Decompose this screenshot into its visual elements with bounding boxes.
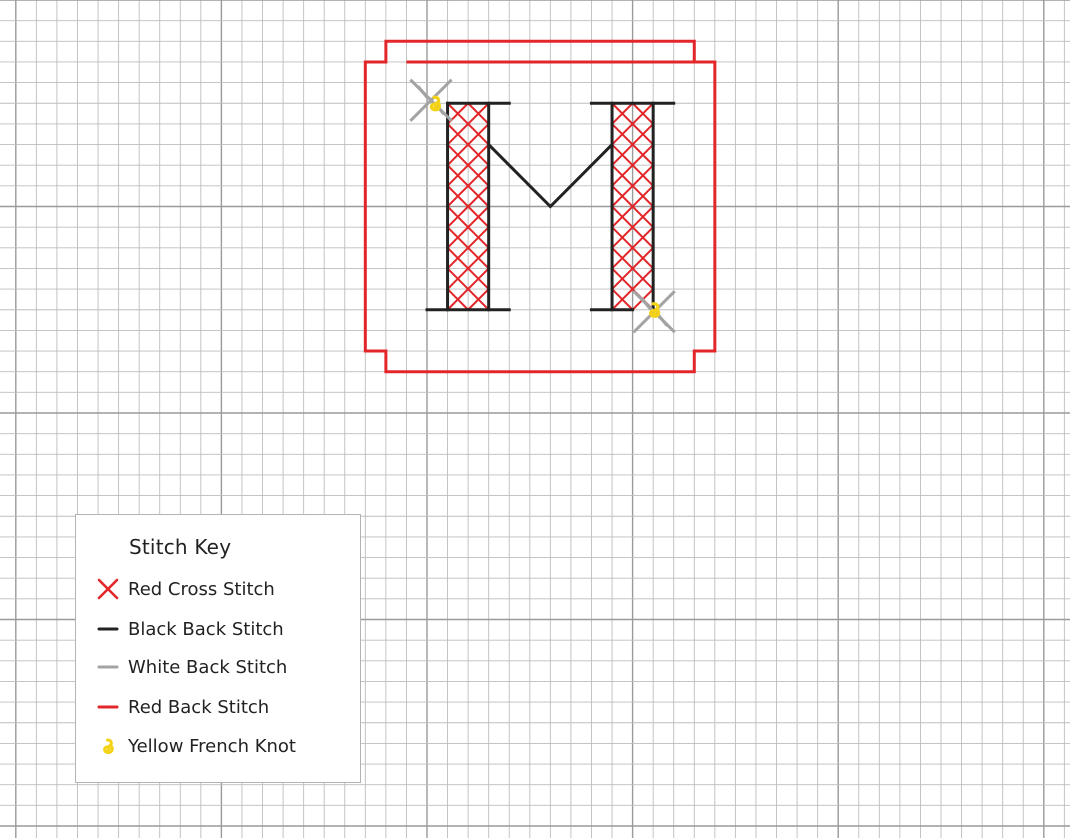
red-cross-stitch [633,165,654,186]
red-cross-stitch [468,124,489,145]
legend-label: White Back Stitch [128,657,287,678]
red-cross-stitch [468,268,489,289]
red-cross-stitch [633,207,654,228]
red-cross-stitch [612,145,633,166]
legend-item-yellow-french-knot: Yellow French Knot [94,733,356,759]
red-cross-stitch [468,207,489,228]
red-line-icon [94,694,122,720]
red-cross-stitch [448,207,469,228]
red-cross-stitch [448,289,469,310]
legend-label: Black Back Stitch [128,619,284,640]
red-cross-stitch [612,227,633,248]
red-cross-stitch [612,165,633,186]
red-cross-stitch [612,248,633,269]
white-back-stitch [410,80,451,121]
red-cross-stitch [633,103,654,124]
red-cross-stitch [448,165,469,186]
cross-stitch-icon [94,576,122,602]
legend-label: Yellow French Knot [128,736,296,757]
stitch-key: Stitch Key Red Cross Stitch Black Back S… [75,514,361,783]
red-cross-stitch [633,124,654,145]
red-cross-stitch [448,248,469,269]
legend-item-red-cross-stitch: Red Cross Stitch [94,576,356,602]
legend-item-black-back-stitch: Black Back Stitch [94,616,356,642]
red-cross-stitch [468,165,489,186]
red-cross-stitch [612,186,633,207]
red-cross-stitch [612,207,633,228]
red-cross-stitch [448,268,469,289]
red-cross-stitch [633,145,654,166]
red-cross-stitch [612,103,633,124]
red-cross-stitch [633,248,654,269]
red-cross-stitch [612,289,633,310]
red-cross-stitch [633,186,654,207]
legend-item-red-back-stitch: Red Back Stitch [94,694,356,720]
red-cross-stitch [448,124,469,145]
red-cross-stitch [468,227,489,248]
red-cross-stitch [448,186,469,207]
red-cross-stitch [468,248,489,269]
red-cross-stitch [633,227,654,248]
legend-item-white-back-stitch: White Back Stitch [94,654,356,680]
french-knot-icon [94,733,122,759]
red-cross-stitch [612,124,633,145]
red-cross-stitch [468,103,489,124]
red-cross-stitch [468,145,489,166]
stitch-key-title: Stitch Key [129,535,231,559]
legend-label: Red Cross Stitch [128,579,275,600]
red-cross-stitch [468,289,489,310]
red-cross-stitch [468,186,489,207]
white-line-icon [94,654,122,680]
red-cross-stitch [633,268,654,289]
legend-label: Red Back Stitch [128,697,269,718]
red-cross-stitch [612,268,633,289]
red-cross-stitch [448,227,469,248]
red-cross-stitch [448,145,469,166]
black-line-icon [94,616,122,642]
